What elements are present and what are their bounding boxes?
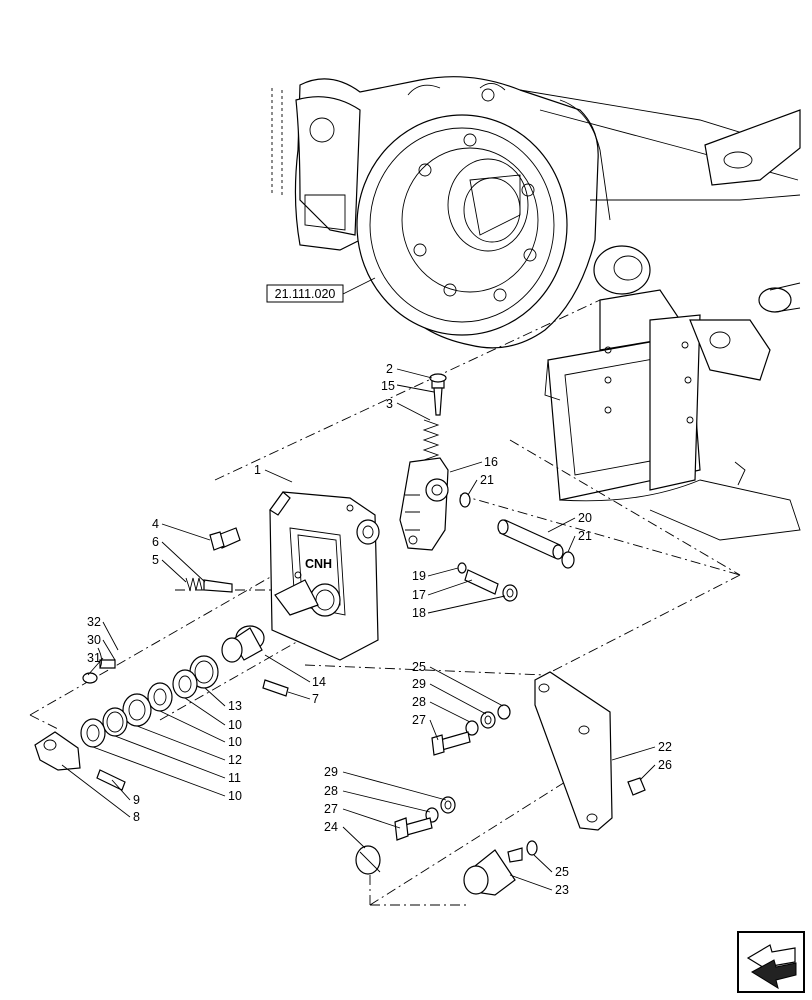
pins-and-rings [457, 492, 575, 602]
callout-1: 1 [254, 463, 261, 477]
callout-31: 31 [87, 651, 101, 665]
callout-6: 6 [152, 535, 159, 549]
callout-18: 18 [412, 606, 426, 620]
callout-24: 24 [324, 820, 338, 834]
transmission-housing [271, 76, 801, 349]
callout-3: 3 [386, 397, 393, 411]
callout-8: 8 [133, 810, 140, 824]
callout-23: 23 [555, 883, 569, 897]
direction-arrow-icon[interactable] [737, 931, 805, 993]
callout-20: 20 [578, 511, 592, 525]
callout-4: 4 [152, 517, 159, 531]
lever-assembly [34, 731, 126, 791]
callout-16: 16 [484, 455, 498, 469]
callout-10a: 10 [228, 718, 242, 732]
callout-29b: 29 [324, 765, 338, 779]
callout-32: 32 [87, 615, 101, 629]
cover-plate: CNH [269, 491, 380, 661]
callout-labels: 2 15 3 1 16 21 4 6 5 20 21 19 17 18 32 3… [87, 362, 672, 897]
reference-label: 21.111.020 [275, 287, 336, 301]
washers-stack [80, 655, 219, 748]
callout-29a: 29 [412, 677, 426, 691]
callout-21a: 21 [480, 473, 494, 487]
side-plate [534, 671, 613, 831]
cover-logo: CNH [305, 557, 332, 571]
clip-and-bracket [355, 845, 516, 896]
callout-11: 11 [228, 771, 241, 785]
callout-28b: 28 [324, 784, 338, 798]
callout-26: 26 [658, 758, 672, 772]
callout-10b: 10 [228, 735, 242, 749]
small-fasteners [82, 647, 116, 684]
callout-27b: 27 [324, 802, 338, 816]
plate-fasteners [394, 704, 646, 863]
callout-30: 30 [87, 633, 101, 647]
shaft-assembly [221, 625, 289, 697]
callout-15: 15 [381, 379, 395, 393]
callout-25a: 25 [412, 660, 426, 674]
callout-13: 13 [228, 699, 242, 713]
callout-5: 5 [152, 553, 159, 567]
callout-12: 12 [228, 753, 242, 767]
callout-9: 9 [133, 793, 140, 807]
callout-7: 7 [312, 692, 319, 706]
left-fasteners [185, 527, 241, 593]
callout-10c: 10 [228, 789, 242, 803]
callout-2: 2 [386, 362, 393, 376]
hitch-frame [544, 289, 801, 541]
callout-17: 17 [412, 588, 426, 602]
callout-22: 22 [658, 740, 672, 754]
callout-25b: 25 [555, 865, 569, 879]
reference-box[interactable]: 21.111.020 [266, 277, 376, 303]
upper-linkage [399, 373, 449, 551]
leader-lines [61, 368, 656, 891]
callout-14: 14 [312, 675, 326, 689]
callout-19: 19 [412, 569, 426, 583]
callout-28a: 28 [412, 695, 426, 709]
callout-27a: 27 [412, 713, 426, 727]
callout-21b: 21 [578, 529, 592, 543]
